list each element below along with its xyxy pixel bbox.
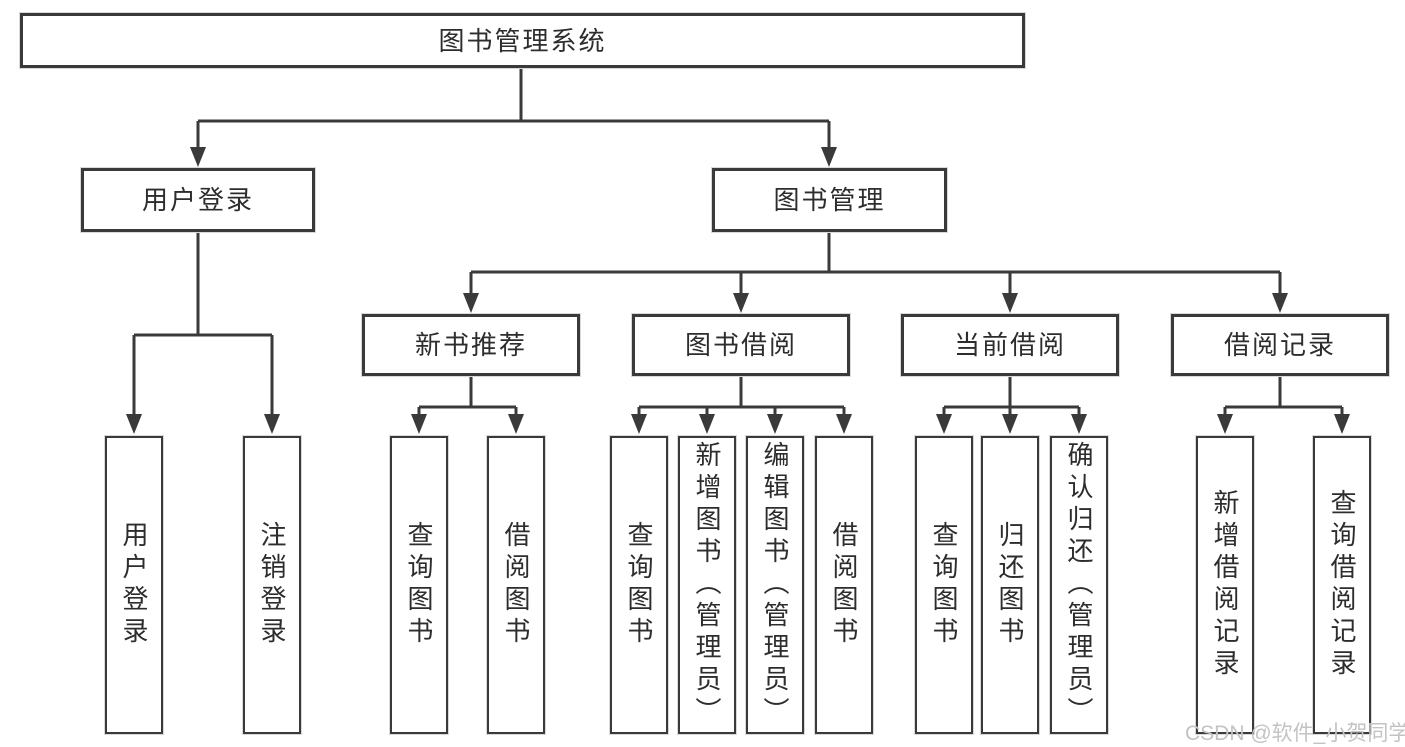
leaf-record-query: 查询借阅记录	[1313, 436, 1371, 734]
arrowhead	[1334, 414, 1350, 434]
arrowhead	[264, 414, 280, 434]
leaf-record-add-label: 新增借阅记录	[1210, 489, 1240, 681]
node-book-management-label: 图书管理	[773, 185, 886, 215]
node-current-borrow-label: 当前借阅	[953, 330, 1066, 360]
leaf-current-query-books: 查询图书	[915, 436, 973, 734]
connector-user-login-children	[132, 232, 274, 429]
connector-borrow-record-children	[1223, 376, 1344, 429]
arrowhead	[463, 293, 479, 313]
arrowhead	[936, 414, 952, 434]
arrowhead	[190, 147, 206, 167]
arrowhead	[508, 414, 524, 434]
leaf-record-add: 新增借阅记录	[1196, 436, 1254, 734]
node-book-borrow: 图书借阅	[632, 314, 850, 376]
leaf-logout-label: 注销登录	[257, 521, 287, 649]
node-new-book-recommend: 新书推荐	[362, 314, 580, 376]
node-book-management: 图书管理	[712, 168, 947, 232]
leaf-recommend-borrow-books-label: 借阅图书	[501, 521, 531, 649]
leaf-user-login-label: 用户登录	[119, 521, 149, 649]
node-new-book-recommend-label: 新书推荐	[414, 330, 527, 360]
leaf-current-confirm-return: 确认归还（管理员）	[1050, 436, 1108, 734]
arrowhead	[631, 414, 647, 434]
leaf-record-query-label: 查询借阅记录	[1327, 489, 1357, 681]
leaf-recommend-query-books-label: 查询图书	[404, 521, 434, 649]
node-user-login: 用户登录	[81, 168, 315, 232]
leaf-borrow-borrow-books: 借阅图书	[815, 436, 873, 734]
arrowhead	[733, 293, 749, 313]
arrowhead	[1272, 293, 1288, 313]
arrowhead	[836, 414, 852, 434]
leaf-current-confirm-return-label: 确认归还（管理员）	[1064, 441, 1094, 729]
arrowhead	[767, 414, 783, 434]
connector-book-borrow-children	[637, 376, 846, 429]
arrowhead	[411, 414, 427, 434]
connector-new-book-recommend-children	[417, 376, 518, 429]
leaf-borrow-query-books: 查询图书	[610, 436, 668, 734]
leaf-recommend-borrow-books: 借阅图书	[487, 436, 545, 734]
arrowhead	[699, 414, 715, 434]
connector-root-to-level2	[196, 68, 831, 162]
leaf-current-return-books: 归还图书	[981, 436, 1039, 734]
leaf-borrow-query-books-label: 查询图书	[624, 521, 654, 649]
node-borrow-record-label: 借阅记录	[1223, 330, 1336, 360]
arrowhead	[1002, 414, 1018, 434]
node-book-borrow-label: 图书借阅	[684, 330, 797, 360]
node-library-system-label: 图书管理系统	[438, 25, 607, 56]
leaf-borrow-add-books: 新增图书（管理员）	[678, 436, 736, 734]
arrowhead	[821, 147, 837, 167]
leaf-borrow-edit-books: 编辑图书（管理员）	[746, 436, 804, 734]
node-borrow-record: 借阅记录	[1171, 314, 1389, 376]
leaf-current-query-books-label: 查询图书	[929, 521, 959, 649]
leaf-recommend-query-books: 查询图书	[390, 436, 448, 734]
csdn-watermark: CSDN @软件_小贺同学	[1185, 722, 1405, 745]
node-user-login-label: 用户登录	[141, 185, 254, 215]
leaf-logout: 注销登录	[243, 436, 301, 734]
arrowhead	[1071, 414, 1087, 434]
leaf-borrow-edit-books-label: 编辑图书（管理员）	[760, 441, 790, 729]
connector-book-management-children	[469, 232, 1282, 308]
leaf-current-return-books-label: 归还图书	[995, 521, 1025, 649]
leaf-user-login: 用户登录	[105, 436, 163, 734]
arrowhead	[126, 414, 142, 434]
leaf-borrow-borrow-books-label: 借阅图书	[829, 521, 859, 649]
leaf-borrow-add-books-label: 新增图书（管理员）	[692, 441, 722, 729]
node-current-borrow: 当前借阅	[901, 314, 1119, 376]
arrowhead	[1002, 293, 1018, 313]
node-library-system: 图书管理系统	[20, 13, 1025, 68]
arrowhead	[1217, 414, 1233, 434]
